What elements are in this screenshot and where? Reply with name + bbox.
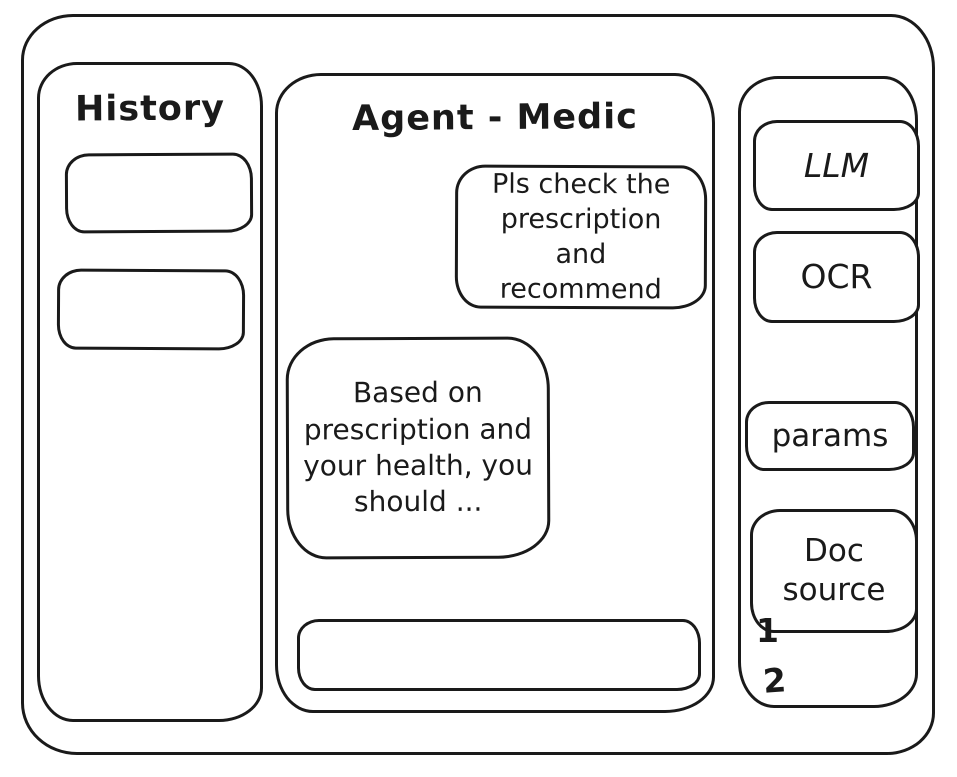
agent-message-bubble: Based on prescription and your health, y… [285,336,551,560]
doc-source-item-1: 1 [756,611,779,650]
chat-title: Agent - Medic [351,97,639,139]
user-message-bubble: Pls check the prescription and recommend [454,164,708,310]
history-item[interactable] [56,268,246,351]
ocr-button[interactable]: OCR [753,231,920,323]
chat-panel: Agent - Medic Pls check the prescription… [275,73,715,713]
history-panel: History [37,62,263,722]
tools-panel: LLM OCR params Doc source 1 2 [738,76,920,708]
doc-source-button[interactable]: Doc source [750,509,918,633]
history-title: History [74,88,226,130]
llm-button[interactable]: LLM [753,120,920,211]
params-button[interactable]: params [745,401,915,471]
doc-source-item-2: 2 [761,660,788,701]
history-item[interactable] [64,152,254,234]
message-input[interactable] [297,619,701,691]
